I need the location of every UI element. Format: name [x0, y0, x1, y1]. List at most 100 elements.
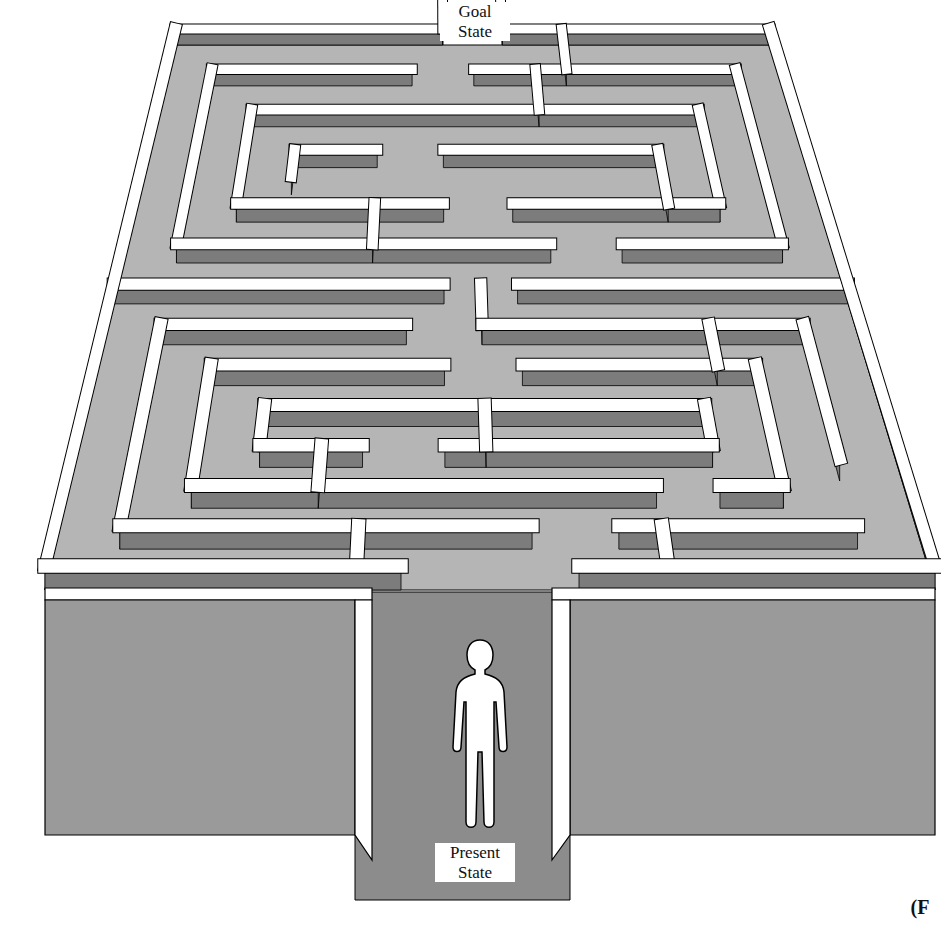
front-walls [45, 588, 935, 900]
wall-top [318, 445, 321, 485]
wall-top [770, 29, 935, 566]
wall-face [502, 29, 770, 45]
wall-top [622, 238, 782, 249]
wall-top [236, 198, 443, 208]
wall-top [699, 110, 720, 204]
wall-face [251, 110, 698, 127]
person-figure [453, 640, 507, 827]
wall-top [191, 365, 210, 486]
wall-outline [295, 144, 378, 156]
wall-outline [291, 150, 294, 177]
wall-face [175, 29, 443, 45]
wall-top [120, 324, 160, 525]
wall-face [619, 526, 858, 549]
wall-face [120, 526, 532, 549]
wall-face [295, 150, 378, 168]
wall-face [191, 486, 656, 509]
wall-face [45, 29, 175, 590]
wall-outline [770, 29, 935, 566]
wall-top [236, 110, 251, 204]
wall-outline [45, 558, 401, 573]
wall-top [756, 365, 783, 486]
wall-outline [518, 278, 849, 291]
wall-outline [536, 69, 540, 109]
wall-top [45, 559, 401, 572]
wall-face [720, 486, 783, 509]
wall-face [120, 324, 160, 549]
wall-face [518, 284, 849, 304]
wall-outline [736, 69, 782, 244]
wall-top [518, 279, 849, 290]
wall-top [191, 479, 656, 492]
wall-face [804, 324, 840, 481]
wall-top [260, 439, 363, 451]
wall-outline [120, 324, 160, 525]
wall-outline [260, 438, 363, 452]
wall-top [45, 29, 175, 566]
wall-top [295, 145, 378, 155]
wall-outline [474, 64, 736, 75]
wall-face [658, 150, 668, 222]
wall-face [709, 324, 717, 385]
wall-face [45, 566, 401, 590]
goal-label: Goal State [440, 2, 510, 41]
wall-top [804, 324, 840, 458]
wall-outline [443, 144, 658, 156]
wall-outline [709, 324, 717, 364]
wall-outline [373, 204, 375, 244]
wall-outline [756, 365, 783, 486]
wall-outline [318, 445, 321, 485]
wall-outline [113, 278, 444, 291]
wall-outline [191, 478, 656, 493]
wall-outline [562, 29, 567, 69]
wall-face [160, 324, 406, 344]
maze-walls [45, 0, 935, 590]
wall-outline [804, 324, 840, 458]
wall-top [536, 69, 540, 109]
wall-top [373, 204, 375, 244]
wall-outline [236, 197, 443, 209]
wall-top [485, 405, 486, 445]
wall-face [176, 244, 550, 263]
wall-face [562, 29, 567, 86]
wall-outline [482, 318, 804, 331]
wall-face [770, 29, 935, 590]
wall-outline [720, 478, 783, 493]
wall-face [211, 365, 445, 386]
wall-outline [176, 69, 211, 244]
wall-face [212, 69, 413, 86]
wall-outline [175, 24, 443, 35]
wall-outline [658, 150, 668, 204]
wall-face [482, 324, 804, 344]
wall-top [212, 65, 413, 74]
present-label: Present State [435, 843, 515, 882]
wall-outline [236, 110, 251, 204]
wall-outline [485, 405, 486, 445]
wall-top [176, 238, 550, 249]
wall-face [736, 69, 782, 263]
wall-top [291, 150, 294, 177]
wall-outline [513, 197, 720, 209]
wall-face [622, 244, 782, 263]
wall-outline [251, 104, 698, 116]
wall-outline [45, 29, 175, 566]
wall-face [373, 204, 375, 263]
wall-top [113, 279, 444, 290]
wall-top [176, 69, 211, 244]
wall-top [443, 145, 658, 155]
wall-top [658, 150, 668, 204]
wall-top [482, 319, 804, 330]
wall-face [536, 69, 540, 126]
wall-top [579, 559, 935, 572]
wall-top [474, 65, 736, 74]
wall-outline [211, 358, 445, 372]
wall-face [485, 405, 486, 467]
wall-face [260, 445, 363, 467]
wall-face [579, 566, 935, 590]
wall-face [176, 69, 211, 263]
wall-top [736, 69, 782, 244]
wall-face [291, 150, 294, 195]
wall-top [709, 324, 717, 364]
wall-top [175, 25, 443, 34]
